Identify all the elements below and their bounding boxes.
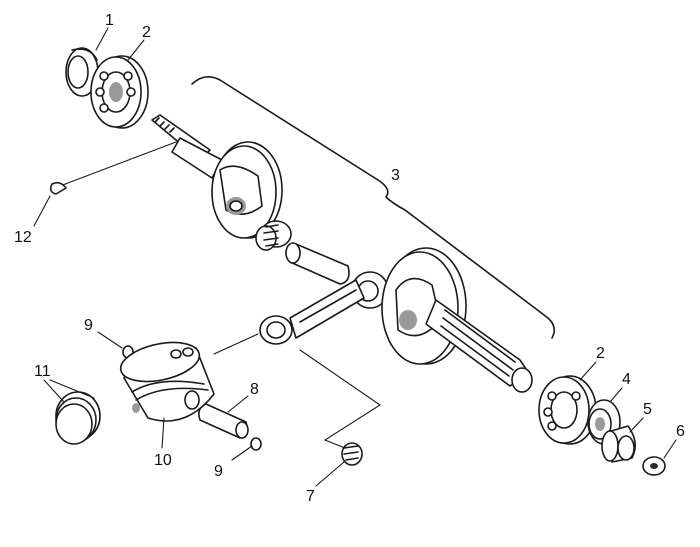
piston-pin-part <box>198 403 249 439</box>
leader-12 <box>33 195 51 227</box>
small-needle-bearing-part <box>341 442 363 466</box>
leader-9b <box>231 445 253 461</box>
leader-7 <box>315 461 345 487</box>
callout-11: 11 <box>34 363 51 380</box>
callout-4: 4 <box>622 371 631 388</box>
assembly-bracket <box>191 76 556 339</box>
leader-line-7 <box>299 349 381 451</box>
leader-1 <box>95 27 109 51</box>
leader-2b <box>579 361 597 381</box>
piston-part <box>119 341 215 422</box>
callout-2-left: 2 <box>142 24 151 41</box>
callout-12: 12 <box>14 229 32 246</box>
circlip-lower-part <box>250 437 262 451</box>
oil-seal-part <box>65 47 99 97</box>
callout-10: 10 <box>154 452 172 469</box>
spacer-part <box>601 425 636 463</box>
callout-1: 1 <box>105 12 114 29</box>
leader-6 <box>663 439 677 459</box>
leader-2a <box>127 39 145 61</box>
callout-5: 5 <box>643 401 652 418</box>
connecting-rod-part <box>259 271 389 345</box>
leader-11b <box>49 379 95 399</box>
bearing-right-part <box>538 375 597 445</box>
washer-part <box>642 456 666 476</box>
leader-9a <box>97 331 123 349</box>
callout-2-right: 2 <box>596 345 605 362</box>
leader-11a <box>43 379 65 403</box>
bearing-left-part <box>90 55 149 129</box>
needle-bearing-part <box>255 220 292 251</box>
leader-line-12 <box>59 141 177 187</box>
woodruff-key-part <box>49 181 67 195</box>
leader-8 <box>227 395 249 413</box>
piston-rings-part <box>55 391 101 445</box>
callout-8: 8 <box>250 381 259 398</box>
crankshaft-left-half <box>151 114 283 239</box>
leader-10 <box>161 417 165 449</box>
crankshaft-right-half <box>381 247 533 393</box>
callout-3: 3 <box>391 167 400 184</box>
callout-9-upper: 9 <box>84 317 93 334</box>
callout-7: 7 <box>306 488 315 505</box>
leader-5 <box>629 417 644 433</box>
callout-6: 6 <box>676 423 685 440</box>
crank-pin-part <box>285 242 350 285</box>
callout-9-lower: 9 <box>214 463 223 480</box>
leader-line-10 <box>213 333 259 355</box>
leader-4 <box>609 387 623 403</box>
